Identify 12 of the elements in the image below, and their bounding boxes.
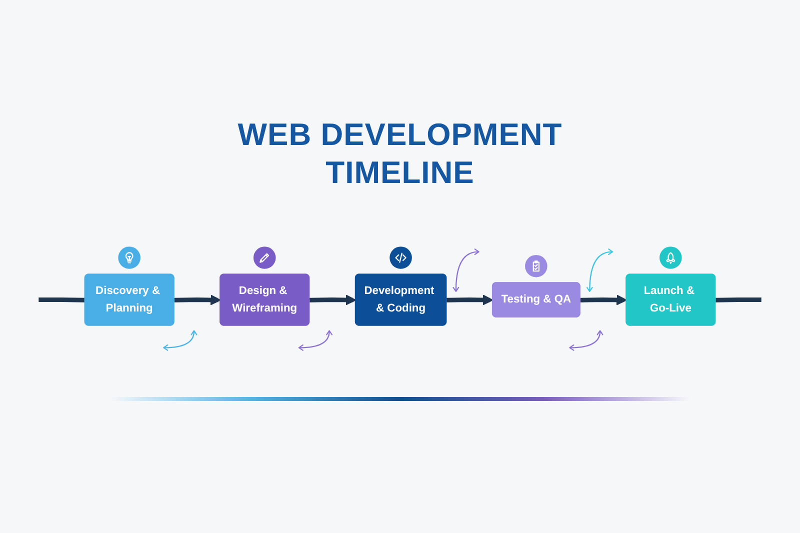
process-box: Launch & Go-Live (626, 274, 716, 326)
title: WEB DEVELOPMENT TIMELINE (236, 116, 564, 192)
arrow (174, 294, 221, 306)
arrow (310, 294, 356, 306)
process-box: Discovery & Planning (84, 274, 174, 326)
connector-line (716, 298, 762, 302)
process-box: Design & Wireframing (220, 274, 310, 326)
process-box: Development & Coding (354, 274, 447, 326)
arrow (580, 294, 627, 306)
process-box: Testing & QA (492, 282, 580, 318)
arrow (446, 294, 494, 306)
connector-line (38, 298, 86, 302)
